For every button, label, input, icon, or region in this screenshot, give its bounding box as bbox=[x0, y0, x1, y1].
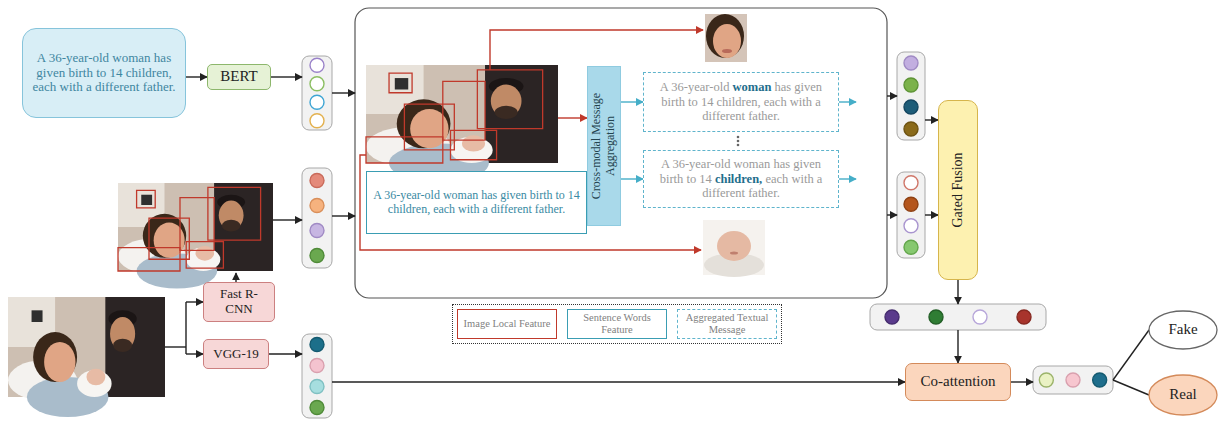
arrow-line bbox=[332, 92, 355, 93]
arrow-line bbox=[957, 280, 958, 304]
sentence-box: A 36-year-old woman has given birth to 1… bbox=[366, 171, 587, 234]
message-box: A 36-year-old woman has given birth to 1… bbox=[643, 72, 839, 132]
arrow-line bbox=[186, 353, 203, 354]
photo bbox=[366, 65, 558, 183]
node-label: Fake bbox=[1164, 321, 1201, 338]
fusion-box: Gated Fusion bbox=[938, 100, 978, 280]
message-box: A 36-year-old woman has given birth to 1… bbox=[643, 150, 839, 208]
legend-label: Aggregated Textual Message bbox=[682, 312, 772, 336]
arrow-line bbox=[185, 302, 186, 354]
legend-entry: Aggregated Textual Message bbox=[677, 309, 777, 339]
node-label: Co-attention bbox=[917, 373, 1000, 390]
arrow-line bbox=[332, 215, 355, 216]
node-label: A 36-year-old woman has given birth to 1… bbox=[644, 80, 838, 123]
encoder-box: VGG-19 bbox=[203, 339, 269, 369]
node-label: A 36-year-old woman has given birth to 1… bbox=[644, 157, 838, 200]
arrow-line bbox=[925, 119, 938, 120]
legend-entry: Image Local Feature bbox=[457, 309, 557, 339]
image-crop bbox=[703, 220, 765, 277]
node-label: A 36-year-old woman has given birth to 1… bbox=[367, 189, 586, 217]
feature-vector bbox=[302, 334, 332, 418]
arrow-line bbox=[558, 117, 587, 118]
node-label: BERT bbox=[216, 68, 261, 85]
arrow-line bbox=[273, 219, 302, 220]
attention-box: Co-attention bbox=[905, 363, 1011, 401]
node-label: Cross-modal Message Aggregation bbox=[590, 72, 618, 220]
legend-label: Sentence Words Feature bbox=[572, 312, 662, 336]
ellipsis-dot bbox=[737, 144, 740, 147]
arrow-line bbox=[186, 301, 203, 302]
arrow-line bbox=[836, 178, 856, 179]
connector-arrow bbox=[621, 178, 643, 179]
connector-arrow bbox=[186, 76, 207, 77]
feature-vector bbox=[897, 52, 925, 140]
image-crop bbox=[705, 14, 747, 62]
detector-box: Fast R-CNN bbox=[203, 282, 275, 322]
legend-entry: Sentence Words Feature bbox=[567, 309, 667, 339]
arrow-line bbox=[490, 30, 703, 70]
node-label: Real bbox=[1165, 386, 1201, 403]
arrow-line bbox=[887, 95, 897, 96]
legend: Image Local Feature Sentence Words Featur… bbox=[452, 304, 782, 344]
output-ellipse: Fake bbox=[1148, 310, 1218, 350]
input-text-box: A 36-year-old woman has given birth to 1… bbox=[22, 28, 186, 118]
arrow-line bbox=[1113, 330, 1149, 380]
node-label: Fast R-CNN bbox=[204, 287, 274, 317]
feature-vector bbox=[897, 172, 925, 258]
module-frame bbox=[355, 8, 887, 298]
feature-vector bbox=[870, 304, 1046, 330]
feature-vector bbox=[1033, 366, 1113, 394]
arrow-line bbox=[269, 353, 302, 354]
aggregation-box: Cross-modal Message Aggregation bbox=[587, 66, 621, 226]
encoder-box: BERT bbox=[207, 64, 271, 90]
feature-vector bbox=[302, 56, 332, 130]
arrow-line bbox=[887, 214, 897, 215]
connector-arrow bbox=[621, 101, 643, 102]
arrow-line bbox=[957, 330, 958, 363]
arrow-line bbox=[271, 76, 302, 77]
ellipsis-dot bbox=[737, 136, 740, 139]
node-label: A 36-year-old woman has given birth to 1… bbox=[23, 51, 185, 96]
feature-vector bbox=[302, 168, 332, 268]
arrow-line bbox=[332, 381, 905, 382]
photo bbox=[118, 183, 273, 289]
arrow-line bbox=[1113, 380, 1149, 395]
arrow-line bbox=[925, 214, 938, 215]
arrow-line bbox=[836, 101, 856, 102]
ellipsis-dot bbox=[737, 140, 740, 143]
node-label: Gated Fusion bbox=[950, 106, 966, 274]
photo bbox=[8, 297, 165, 417]
legend-label: Image Local Feature bbox=[464, 318, 551, 330]
arrow-line bbox=[165, 346, 186, 347]
node-label: VGG-19 bbox=[209, 347, 263, 362]
arrow-line bbox=[1011, 381, 1033, 382]
arrow-line bbox=[235, 273, 236, 282]
output-ellipse: Real bbox=[1148, 374, 1218, 416]
